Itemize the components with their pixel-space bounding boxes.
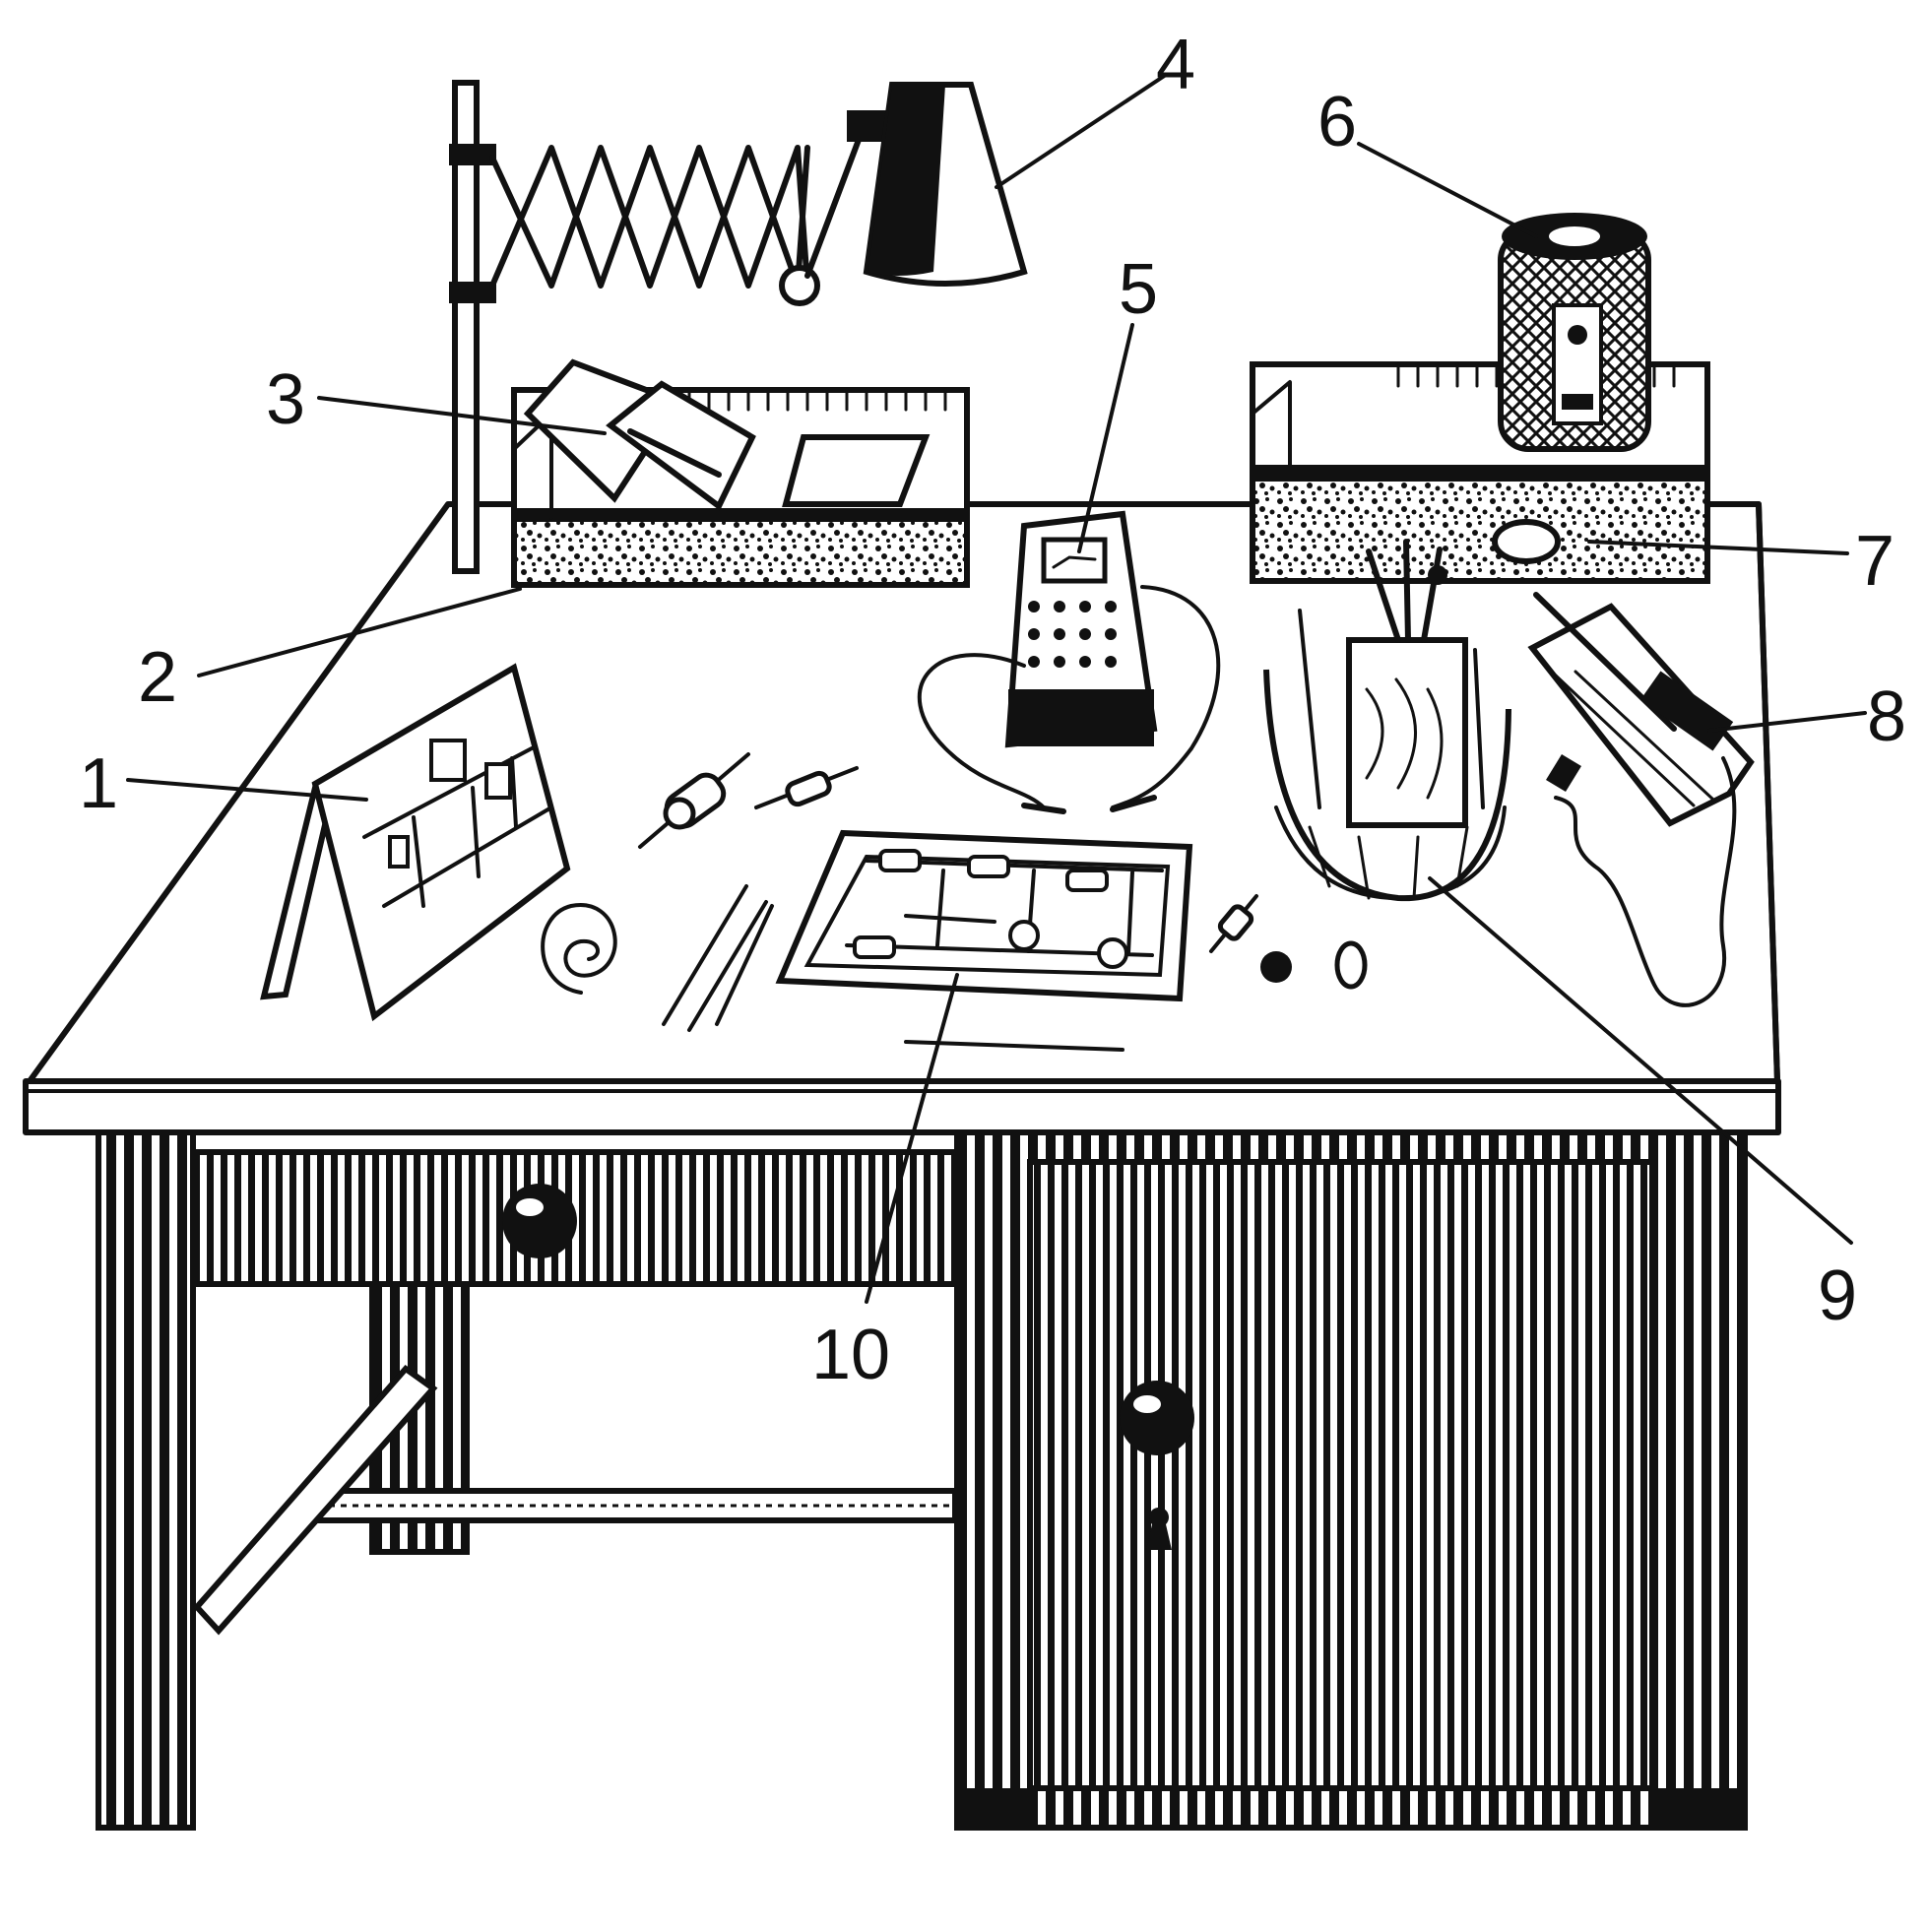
cabinet-door xyxy=(1027,1159,1655,1791)
book-3 xyxy=(782,434,931,507)
leader-7 xyxy=(1587,540,1849,555)
desk-top-edge xyxy=(23,1078,1781,1135)
left-leg xyxy=(96,1129,196,1831)
wire-coil xyxy=(541,903,617,995)
right-shelf xyxy=(1250,213,1710,584)
leader-lines xyxy=(126,73,1867,1304)
multimeter xyxy=(917,510,1221,814)
callout-10: 10 xyxy=(811,1316,890,1394)
loose-components xyxy=(541,752,1368,1052)
callout-5: 5 xyxy=(1119,250,1158,329)
leader-2 xyxy=(197,587,522,677)
keyhole xyxy=(1146,1507,1172,1550)
callout-1: 1 xyxy=(79,744,118,823)
tape-roll xyxy=(1492,519,1561,564)
right-shelf-drawer xyxy=(1250,476,1710,584)
scissor-arm xyxy=(489,145,810,289)
callout-2: 2 xyxy=(138,638,177,717)
callout-9: 9 xyxy=(1818,1256,1857,1335)
leader-3 xyxy=(317,396,607,435)
left-shelf xyxy=(511,358,970,588)
schematic-sheet xyxy=(311,663,571,1022)
schematic-stand xyxy=(260,663,571,1022)
leader-4 xyxy=(995,73,1168,189)
callout-labels: 1 2 3 4 5 6 7 8 9 10 xyxy=(79,26,1906,1394)
test-leads xyxy=(917,585,1221,809)
power-cord xyxy=(1554,756,1737,1007)
soldering-iron xyxy=(1527,592,1755,1007)
drawer-knob xyxy=(502,1184,577,1258)
multimeter-display xyxy=(1041,537,1108,584)
desk xyxy=(23,501,1781,1831)
tool-holder xyxy=(1263,539,1511,902)
leader-1 xyxy=(126,778,368,802)
diagonal-brace xyxy=(192,1364,438,1636)
leader-8 xyxy=(1707,711,1867,733)
callout-3: 3 xyxy=(266,360,305,439)
callout-6: 6 xyxy=(1317,83,1357,161)
leader-10 xyxy=(865,973,959,1304)
leader-6 xyxy=(1357,142,1538,238)
callout-7: 7 xyxy=(1855,522,1895,601)
callout-4: 4 xyxy=(1156,26,1195,104)
protoboard xyxy=(775,829,1193,1002)
callout-8: 8 xyxy=(1867,677,1906,756)
lamp-post xyxy=(452,80,480,574)
left-shelf-drawer xyxy=(511,515,970,588)
tool-cup xyxy=(1346,637,1468,828)
leader-5 xyxy=(1077,323,1134,553)
soldering-stand xyxy=(1527,603,1755,827)
leader-9 xyxy=(1428,876,1853,1245)
cabinet-knob xyxy=(1120,1381,1194,1455)
scissor-arm-lamp xyxy=(449,80,1028,574)
